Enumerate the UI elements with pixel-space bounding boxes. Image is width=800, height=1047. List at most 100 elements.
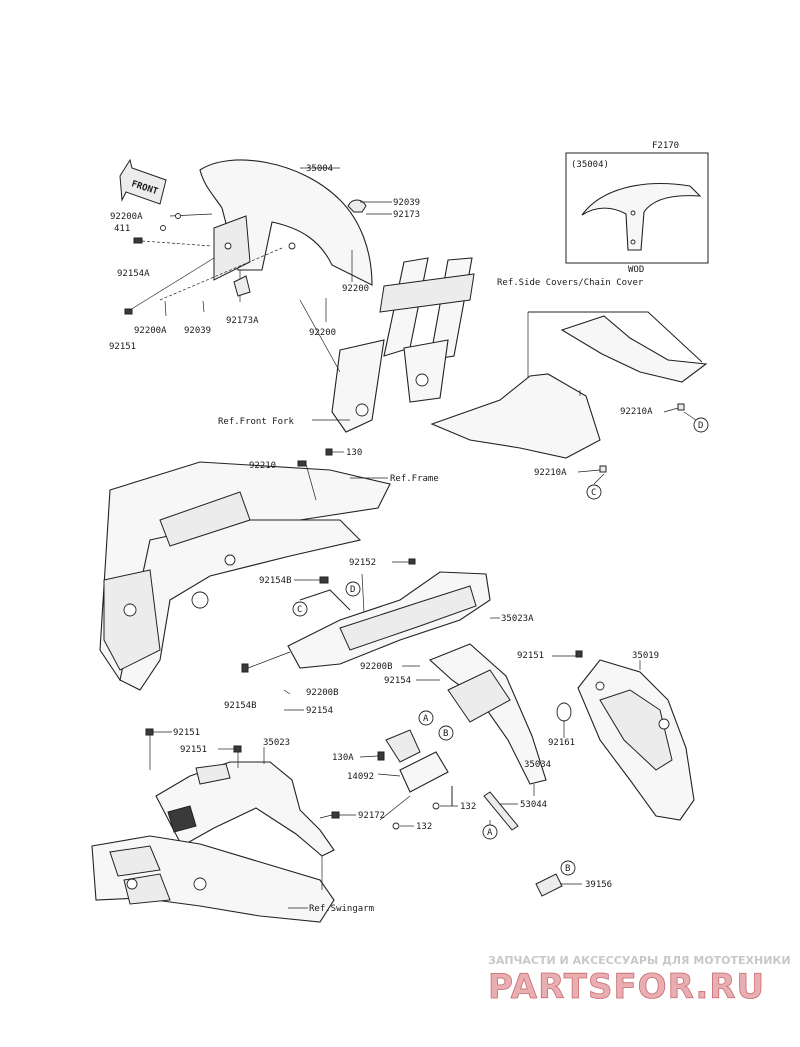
part-label-92172: 92172 [358,811,385,821]
swingarm-pivot [126,878,138,890]
callout-marker-b [438,725,454,741]
part-label-35019: 35019 [632,651,659,661]
axle-boss [355,403,369,417]
leader-line [299,299,341,373]
hose-clip-92173 [325,199,392,322]
part-label-39156: 39156 [585,880,612,890]
leader-line [361,573,365,613]
bolt-icon [319,576,329,584]
callout-d-letter: D [698,421,703,431]
leader-line [379,795,411,821]
bolt-icon [408,558,416,565]
part-label-92200B: 92200B [360,662,393,672]
rod-body [483,791,519,831]
frame-pivot [123,603,137,617]
part-label-92200B: 92200B [306,688,339,698]
rear-fender-35019 [552,650,695,821]
callout-c-letter: C [591,488,596,498]
part-label-92200: 92200 [309,328,336,338]
inset-frame [565,152,709,264]
washer-icon [175,213,181,219]
leader-line [129,257,215,311]
part-label-92154A: 92154A [117,269,150,279]
rod-53044 [482,791,519,840]
tool-body [535,873,563,897]
front-fork-assembly [299,257,475,433]
leader-line [663,407,679,413]
inner-fender-tab [195,763,231,785]
inset-fender-drawing [581,183,702,251]
callout-c-letter: C [297,605,302,615]
inner-fender-body [155,761,335,857]
frame-pivot [224,554,236,566]
tool-39156 [535,860,582,897]
bolt-icon [145,728,154,736]
ref-side-covers: Ref.Side Covers/Chain Cover [497,278,644,288]
part-label-35023A: 35023A [501,614,534,624]
hose-clip-icon [347,199,367,213]
lower-side-cover [430,373,601,459]
fork-triple-clamp [379,273,475,313]
nut-icon [392,822,400,830]
fender-bolt-hole [224,242,232,250]
ref-frame: Ref.Frame [390,474,439,484]
grommet-icon [677,403,685,411]
clamp-icon [233,275,251,297]
part-label-35034: 35034 [524,760,551,770]
part-label-92151: 92151 [180,745,207,755]
front-arrow-badge: FRONT [119,158,167,205]
bracket-14092 [359,710,458,830]
bracket-plate [447,669,511,723]
fasteners-upper-left [124,213,283,317]
callout-marker-d [693,417,709,433]
part-label-92039: 92039 [184,326,211,336]
leader-line [359,755,379,758]
swingarm-pivot [193,877,207,891]
callout-a-letter: A [423,714,429,724]
part-label-130A: 130A [332,753,354,763]
bolt-icon [377,751,385,761]
part-label-92200: 92200 [342,284,369,294]
inset-caption: WOD [628,265,644,275]
frame-pivot [191,591,209,609]
ref-front-fork: Ref.Front Fork [218,417,294,427]
bracket-35034 [428,643,572,796]
ref-swingarm: Ref.Swingarm [309,904,374,914]
part-label-92210: 92210 [249,461,276,471]
bolt-icon [241,663,249,673]
part-label-132: 132 [460,802,476,812]
rear-fender-inner [599,689,673,771]
grommet-92161 [556,702,572,722]
side-covers-reference [430,311,708,485]
frame-cross-member [159,491,251,547]
nut-icon [432,802,440,810]
part-label-92173A: 92173A [226,316,259,326]
watermark: ЗАПЧАСТИ И АКСЕССУАРЫ ДЛЯ МОТОТЕХНИКИ PA… [488,954,791,1007]
callout-marker-d [345,581,361,597]
cover-plate-14092 [399,751,449,793]
part-label-132: 132 [416,822,432,832]
fork-lower-right [403,339,449,403]
inset-panel: F2170 (35004) WOD [565,141,709,275]
leader-line [141,240,213,247]
callout-b-letter: B [565,864,570,874]
grommet-icon [599,465,607,473]
bolt-icon [575,650,583,658]
axle-boss [415,373,429,387]
front-arrow-icon [119,158,167,205]
fender-bolt-hole [288,242,296,250]
part-label-92210A: 92210A [534,468,567,478]
bolt-icon [124,308,133,315]
bolt-icon [297,460,307,467]
part-label-92154B: 92154B [224,701,257,711]
fork-lower-left [331,339,385,433]
part-label-14092: 14092 [347,772,374,782]
part-label-92173: 92173 [393,210,420,220]
callout-b-letter: B [443,729,448,739]
part-label-35004: 35004 [306,164,333,174]
rear-fender-35023A [241,558,500,711]
swingarm-pivot-block [109,845,161,877]
bolt-icon [233,745,242,753]
diagram-code: F2170 [652,141,679,151]
inset-fender-hole [630,239,636,245]
